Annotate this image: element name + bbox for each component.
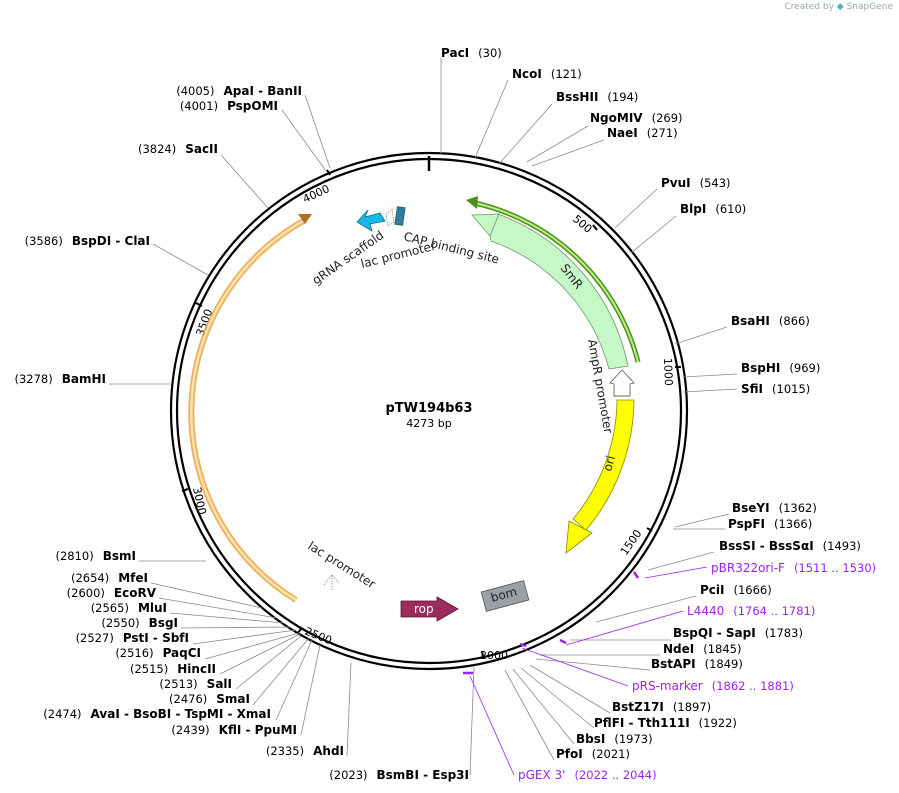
ori-label: ori — [600, 454, 618, 473]
lac-promoter-bottom-icon — [323, 574, 340, 590]
plasmid-size: 4273 bp — [406, 417, 451, 430]
site-bsshii: BssHII(194) — [556, 90, 638, 104]
site-pspfi: PspFI(1366) — [728, 517, 812, 531]
lac-promoter-top-icon — [385, 208, 395, 227]
smr-arrow-icon — [471, 213, 500, 237]
site-pfoi: PfoI(2021) — [556, 747, 630, 761]
primer-prs-marker: pRS-marker(1862 .. 1881) — [632, 679, 794, 693]
rop-label: rop — [414, 602, 434, 616]
tick-500: 500 — [570, 212, 594, 235]
site-ngomiv: NgoMIV(269) — [590, 111, 683, 125]
site-apai-banii: (4005)ApaI - BanII — [176, 84, 302, 98]
site-bsmi: (2810)BsmI — [55, 549, 136, 563]
tick-1000: 1000 — [661, 358, 675, 386]
site-mlui: (2565)MluI — [91, 601, 167, 615]
primer-l4440: L4440(1764 .. 1781) — [687, 604, 815, 618]
tick-1500: 1500 — [618, 527, 645, 557]
smr-outline-arrow-icon — [466, 196, 478, 209]
site-bsssi: BssSI - BssSαI(1493) — [719, 539, 861, 553]
site-bspqi-sapi: BspQI - SapI(1783) — [673, 626, 803, 640]
ori-arrow-icon — [565, 520, 593, 554]
site-bstapi: BstAPI(1849) — [651, 657, 743, 671]
orf-arrow-icon — [298, 214, 312, 224]
site-bbsi: BbsI(1973) — [576, 732, 653, 746]
site-avai-xmai: (2474)AvaI - BsoBI - TspMI - XmaI — [43, 707, 271, 721]
site-pspomi: (4001)PspOMI — [180, 99, 278, 113]
site-ecorv: (2600)EcoRV — [67, 586, 157, 600]
snapgene-logo-icon: ◆ — [836, 2, 844, 12]
site-bsahi: BsaHI(866) — [731, 314, 810, 328]
site-pvui: PvuI(543) — [661, 176, 731, 190]
site-kfli-ppumi: (2439)KflI - PpuMI — [171, 723, 297, 737]
site-hincii: (2515)HincII — [130, 662, 216, 676]
cap-binding-site-feature — [394, 206, 406, 226]
rop-feature — [400, 596, 459, 622]
site-labels: PacI(30) NcoI(121) BssHII(194) NgoMIV(26… — [14, 46, 860, 782]
site-leaders — [109, 58, 738, 776]
site-bspdi-clai: (3586)BspDI - ClaI — [25, 234, 150, 248]
credit-created-by: Created by — [784, 2, 834, 12]
tick-2000: 2000 — [480, 649, 508, 662]
site-mfei: (2654)MfeI — [71, 571, 148, 585]
primer-labels: pBR322ori-F(1511 .. 1530) L4440(1764 .. … — [518, 561, 876, 782]
site-pflfi-tth111i: PflFI - Tth111I(1922) — [594, 716, 737, 730]
snapgene-credit: Created by ◆ SnapGene — [784, 2, 893, 12]
backbone — [169, 151, 689, 671]
ampr-promoter-arrow-icon — [609, 369, 635, 397]
plasmid-name: pTW194b63 — [385, 401, 472, 416]
bom-label: bom — [489, 584, 518, 604]
site-naei: NaeI(271) — [607, 126, 678, 140]
site-sali: (2513)SalI — [159, 677, 232, 691]
site-bstz17i: BstZ17I(1897) — [612, 700, 711, 714]
primer-pbr322ori-f: pBR322ori-F(1511 .. 1530) — [711, 561, 876, 575]
site-blpi: BlpI(610) — [680, 202, 746, 216]
site-sacii: (3824)SacII — [138, 142, 218, 156]
site-bamhi: (3278)BamHI — [14, 372, 106, 386]
site-bseyi: BseYI(1362) — [732, 501, 817, 515]
lac-promoter-bottom-label: lac promoter — [305, 539, 378, 592]
grna-scaffold-feature — [356, 209, 386, 232]
smr-feature — [489, 213, 629, 370]
bom-feature — [480, 580, 530, 612]
site-ahdi: (2335)AhdI — [266, 744, 344, 758]
credit-app: SnapGene — [846, 2, 893, 12]
site-sfii: SfiI(1015) — [741, 382, 810, 396]
site-bsgi: (2550)BsgI — [101, 616, 178, 630]
site-pcii: PciI(1666) — [700, 583, 772, 597]
site-bsphi: BspHI(969) — [741, 361, 820, 375]
site-smai: (2476)SmaI — [169, 692, 250, 706]
primer-marks — [463, 566, 708, 776]
site-bsmbi-esp3i: (2023)BsmBI - Esp3I — [329, 768, 469, 782]
site-ncoi: NcoI(121) — [512, 67, 582, 81]
primer-pgex-3: pGEX 3'(2022 .. 2044) — [518, 768, 657, 782]
site-psti-sbfi: (2527)PstI - SbfI — [76, 631, 189, 645]
site-paci: PacI(30) — [441, 46, 502, 60]
site-paqci: (2516)PaqCI — [115, 646, 201, 660]
site-ndei: NdeI(1845) — [663, 642, 742, 656]
